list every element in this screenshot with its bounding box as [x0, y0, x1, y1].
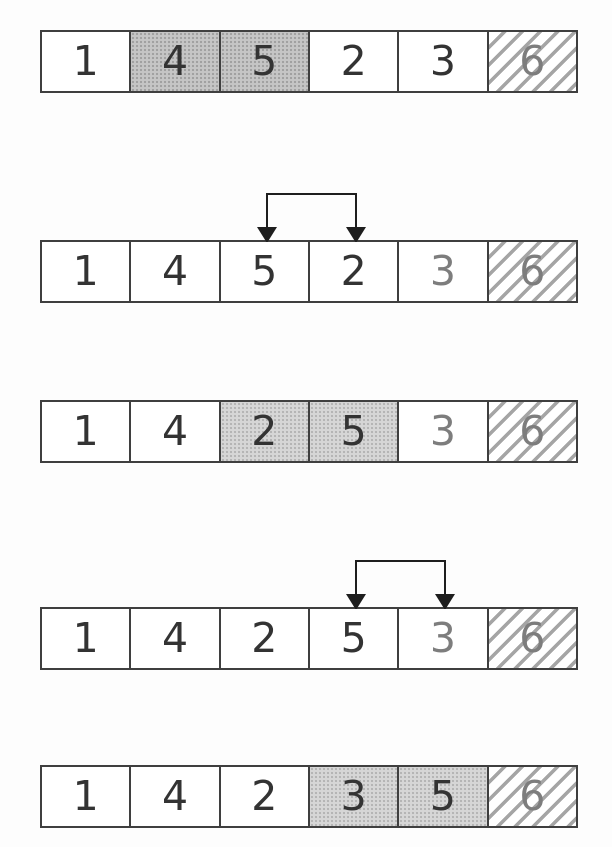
cell-value: 2: [251, 407, 278, 455]
cell-value: 5: [340, 407, 367, 455]
cell-value: 4: [161, 614, 189, 662]
cell-value: 1: [72, 407, 99, 455]
cell-value: 4: [161, 37, 189, 85]
cell-value: 4: [161, 407, 189, 455]
array-cell: 2: [309, 32, 400, 91]
cell-value: 4: [161, 247, 189, 295]
cell-value: 6: [519, 772, 546, 820]
array-cell: 5: [220, 32, 310, 91]
arrow-down-icon: [345, 594, 366, 610]
array-cell: 3: [309, 767, 400, 826]
swap-arrow: [256, 193, 366, 243]
arrow-down-icon: [434, 594, 455, 610]
array-cell: 3: [399, 609, 489, 668]
cell-value: 3: [340, 772, 367, 820]
array-row: 1 4 2 5 3 6: [40, 560, 578, 670]
array-row: 1 4 2 3 5 6: [40, 765, 578, 828]
array-row: 1 4 5 2 3 6: [40, 30, 578, 93]
swap-arrow: [345, 560, 455, 610]
array-cell: 6: [488, 609, 576, 668]
array-cell: 3: [399, 242, 489, 301]
cell-value: 3: [429, 407, 457, 455]
cell-value: 3: [429, 37, 457, 85]
cell-value: 5: [429, 772, 457, 820]
array-cell: 1: [42, 402, 132, 461]
cell-value: 3: [429, 247, 457, 295]
array-cell: 3: [399, 32, 489, 91]
cell-value: 6: [519, 407, 546, 455]
array-cell: 2: [220, 402, 310, 461]
array-cell: 5: [309, 609, 400, 668]
array-row: 1 4 5 2 3 6: [40, 193, 578, 303]
array-cell: 6: [488, 402, 576, 461]
array-cell: 6: [488, 767, 576, 826]
arrow-down-icon: [256, 227, 277, 243]
cell-value: 1: [72, 772, 99, 820]
array-cell: 1: [42, 609, 132, 668]
cell-value: 2: [340, 37, 367, 85]
cell-value: 2: [251, 772, 278, 820]
array-cell: 1: [42, 32, 132, 91]
array-cell: 1: [42, 242, 132, 301]
cell-value: 6: [519, 614, 546, 662]
array-cell: 3: [399, 402, 489, 461]
cell-value: 4: [161, 772, 189, 820]
arrow-down-icon: [345, 227, 366, 243]
array-cell: 1: [42, 767, 132, 826]
cell-value: 2: [340, 247, 367, 295]
cell-value: 5: [251, 247, 278, 295]
array-cell: 6: [488, 242, 576, 301]
array-cell: 2: [309, 242, 400, 301]
array-cell: 4: [131, 767, 221, 826]
array-cell: 2: [220, 609, 310, 668]
cell-value: 3: [429, 614, 457, 662]
array-row: 1 4 2 5 3 6: [40, 400, 578, 463]
cell-value: 5: [251, 37, 278, 85]
array-cell: 4: [131, 242, 221, 301]
array-cell: 2: [220, 767, 310, 826]
cell-value: 6: [519, 247, 546, 295]
array-cell: 4: [131, 32, 221, 91]
cell-value: 1: [72, 247, 99, 295]
cell-value: 5: [340, 614, 367, 662]
array-cell: 5: [309, 402, 400, 461]
array-cell: 6: [488, 32, 576, 91]
array-cell: 5: [220, 242, 310, 301]
array-cell: 5: [399, 767, 489, 826]
cell-value: 2: [251, 614, 278, 662]
array-cell: 4: [131, 402, 221, 461]
array-cell: 4: [131, 609, 221, 668]
cell-value: 1: [72, 37, 99, 85]
cell-value: 1: [72, 614, 99, 662]
cell-value: 6: [519, 37, 546, 85]
